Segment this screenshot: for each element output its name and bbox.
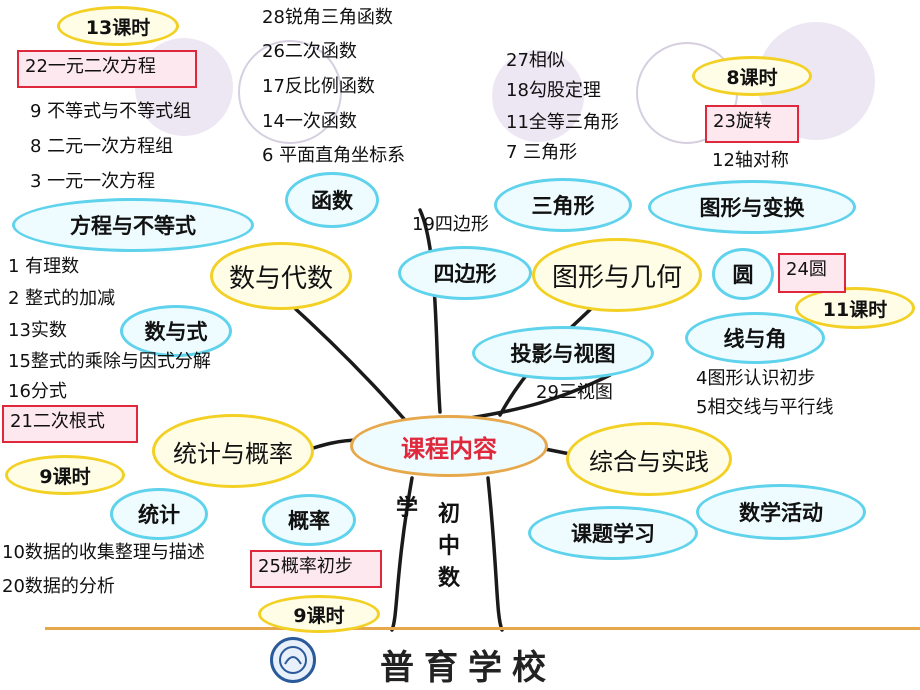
node-statistics[interactable]: 统计 xyxy=(110,488,208,540)
chapter-item: 15整式的乘除与因式分解 xyxy=(8,351,211,372)
chapter-item: 16分式 xyxy=(8,381,67,402)
chapter-item: 29三视图 xyxy=(536,382,613,403)
trunk-char: 学 xyxy=(395,496,418,521)
node-line-angle[interactable]: 线与角 xyxy=(685,312,825,364)
hours-badge-11: 11课时 xyxy=(795,287,915,329)
chapter-item: 1 有理数 xyxy=(8,256,80,277)
chapter-box-circle[interactable]: 24圆 xyxy=(778,253,846,293)
node-probability[interactable]: 概率 xyxy=(262,494,356,546)
chapter-item: 6 平面直角坐标系 xyxy=(262,145,406,166)
chapter-item: 4图形认识初步 xyxy=(696,368,816,389)
decor-circle xyxy=(238,40,342,144)
chapter-item: 17反比例函数 xyxy=(262,76,375,97)
node-practice[interactable]: 综合与实践 xyxy=(566,422,732,496)
trunk-char: 中 xyxy=(437,534,460,559)
node-number-algebra[interactable]: 数与代数 xyxy=(210,242,352,310)
trunk-char: 数 xyxy=(437,566,460,591)
chapter-box-radical[interactable]: 21二次根式 xyxy=(2,405,138,443)
node-stats-prob[interactable]: 统计与概率 xyxy=(152,414,314,488)
chapter-item: 8 二元一次方程组 xyxy=(30,136,174,157)
chapter-item: 20数据的分析 xyxy=(2,576,115,597)
chapter-item: 7 三角形 xyxy=(506,142,578,163)
node-projection[interactable]: 投影与视图 xyxy=(472,326,654,380)
hours-badge-8: 8课时 xyxy=(692,56,812,96)
school-name: 普育学校 xyxy=(380,648,556,688)
node-num-expr[interactable]: 数与式 xyxy=(120,305,232,357)
node-circle[interactable]: 圆 xyxy=(712,248,774,300)
node-function[interactable]: 函数 xyxy=(285,172,379,228)
node-research[interactable]: 课题学习 xyxy=(528,506,698,560)
chapter-item: 18勾股定理 xyxy=(506,80,601,101)
chapter-item: 19四边形 xyxy=(412,214,489,235)
chapter-item: 14一次函数 xyxy=(262,111,357,132)
node-eq-ineq[interactable]: 方程与不等式 xyxy=(12,198,254,252)
chapter-box-quadratic[interactable]: 22一元二次方程 xyxy=(17,50,197,88)
node-quadrilateral[interactable]: 四边形 xyxy=(398,246,532,300)
hours-badge-13: 13课时 xyxy=(57,6,179,46)
node-triangle[interactable]: 三角形 xyxy=(494,178,632,232)
chapter-item: 12轴对称 xyxy=(712,150,789,171)
chapter-item: 5相交线与平行线 xyxy=(696,397,834,418)
chapter-item: 3 一元一次方程 xyxy=(30,171,156,192)
school-logo xyxy=(270,637,316,683)
node-transform[interactable]: 图形与变换 xyxy=(648,180,856,234)
hours-badge-9-prob: 9课时 xyxy=(258,595,380,633)
chapter-item: 9 不等式与不等式组 xyxy=(30,101,192,122)
ground-line xyxy=(45,627,920,630)
decor-circle xyxy=(492,50,584,142)
chapter-item: 26二次函数 xyxy=(262,41,357,62)
center-node[interactable]: 课程内容 xyxy=(350,415,548,477)
trunk-char: 初 xyxy=(437,502,460,527)
node-math-activity[interactable]: 数学活动 xyxy=(696,484,866,540)
chapter-item: 28锐角三角函数 xyxy=(262,7,393,28)
chapter-box-rotation[interactable]: 23旋转 xyxy=(705,105,799,143)
chapter-item: 13实数 xyxy=(8,320,67,341)
chapter-item: 10数据的收集整理与描述 xyxy=(2,542,205,563)
chapter-item: 2 整式的加减 xyxy=(8,288,116,309)
chapter-item: 11全等三角形 xyxy=(506,112,619,133)
chapter-box-probability[interactable]: 25概率初步 xyxy=(250,550,382,588)
node-geometry[interactable]: 图形与几何 xyxy=(532,238,702,312)
hours-badge-9-stats: 9课时 xyxy=(5,455,125,495)
chapter-item: 27相似 xyxy=(506,50,565,71)
